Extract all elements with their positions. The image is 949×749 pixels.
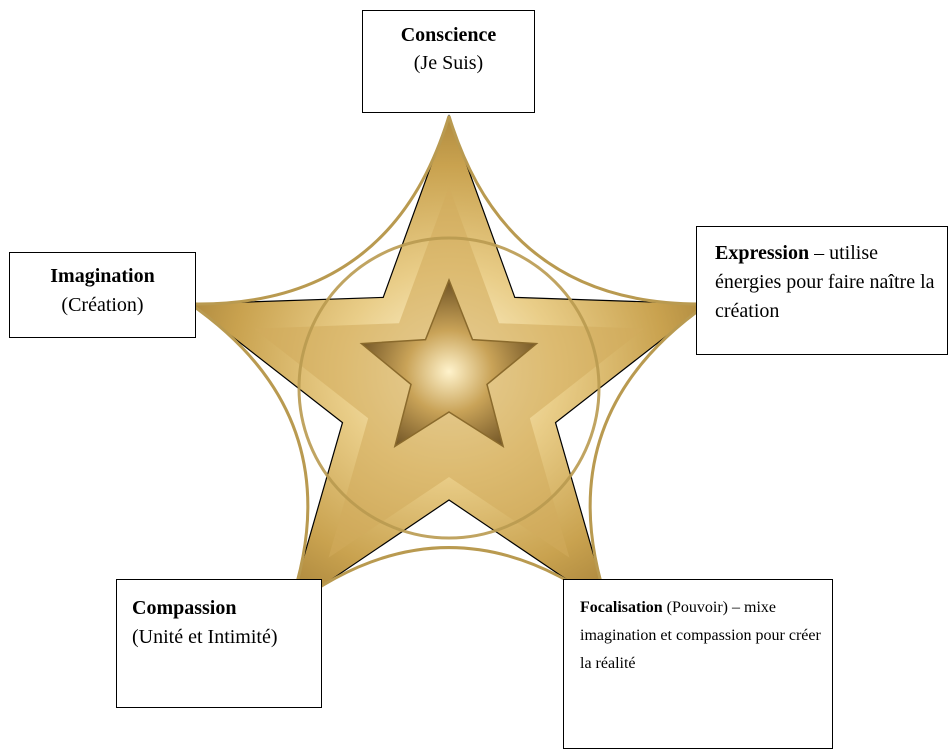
- node-expression-title: Expression: [715, 242, 810, 264]
- connecting-arc: [190, 115, 451, 306]
- connecting-arc: [189, 302, 310, 609]
- node-expression-text: – utilise énergies pour faire naître la …: [715, 242, 935, 322]
- node-compassion: Compassion (Unité et Intimité): [116, 579, 322, 708]
- star-inner: [359, 277, 539, 449]
- node-imagination: Imagination (Création): [9, 252, 196, 338]
- node-conscience-title: Conscience: [400, 24, 497, 46]
- node-expression: Expression – utilise énergies pour faire…: [696, 226, 948, 355]
- node-focalisation-title: Focalisation: [580, 599, 663, 616]
- node-compassion-title: Compassion: [132, 597, 237, 619]
- connecting-arc: [588, 302, 709, 609]
- node-conscience: Conscience (Je Suis): [362, 10, 535, 113]
- node-focalisation-text: (Pouvoir) – mixe imagination et compassi…: [580, 599, 821, 672]
- node-conscience-subtitle: (Je Suis): [413, 52, 484, 74]
- node-focalisation: Focalisation (Pouvoir) – mixe imaginatio…: [563, 579, 833, 749]
- central-circle: [297, 236, 601, 540]
- node-compassion-text: (Unité et Intimité): [132, 626, 278, 648]
- connecting-arc: [447, 115, 708, 306]
- node-imagination-title: Imagination: [50, 265, 155, 287]
- node-imagination-subtitle: (Création): [61, 294, 144, 316]
